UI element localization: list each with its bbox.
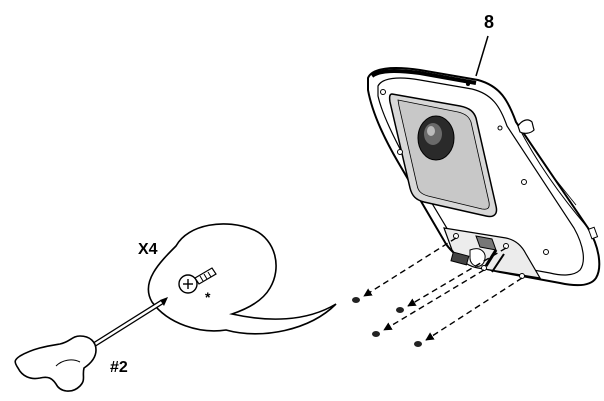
arrow-screw-2 — [407, 247, 507, 307]
screw-note-asterisk: * — [205, 289, 211, 305]
arrow-screw-3 — [383, 269, 485, 331]
screw-quantity-label: X4 — [138, 241, 158, 258]
screw-head-1 — [352, 297, 360, 303]
screw-head-2 — [396, 307, 404, 313]
screw-icon — [178, 267, 217, 294]
arrow-screw-4 — [425, 277, 523, 341]
screw-head-4 — [414, 341, 422, 347]
part-leader-line — [475, 35, 489, 77]
screwdriver-icon — [14, 297, 168, 392]
part-callout: 8 — [475, 12, 494, 77]
screw-head-3 — [372, 331, 380, 337]
screwdriver-size-label: #2 — [110, 359, 128, 376]
arrow-screw-1 — [363, 237, 457, 297]
screw-arrows — [363, 237, 523, 341]
screw-heads — [352, 297, 422, 347]
part-number-label: 8 — [484, 12, 494, 32]
screw-detail-bubble: X4 * — [138, 223, 337, 335]
device-housing — [367, 67, 601, 287]
